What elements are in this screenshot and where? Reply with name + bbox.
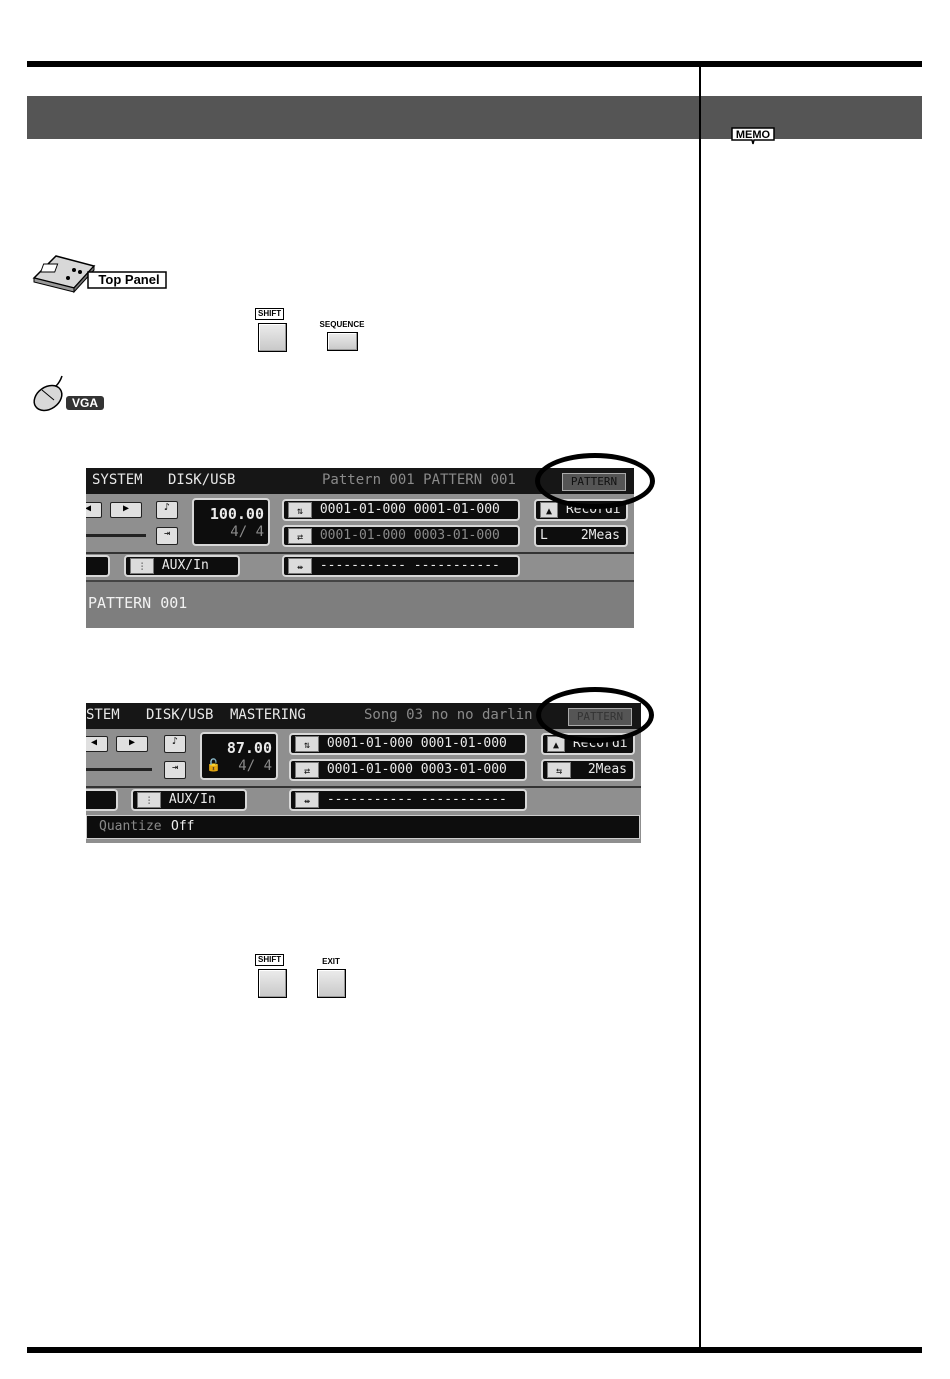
tempo-display[interactable]: 87.00 🔓 4/ 4 [200, 732, 278, 780]
exit-key-label: EXIT [322, 957, 340, 966]
punch-range-field[interactable]: ⇅ 0001-01-000 0001-01-000 [289, 733, 527, 755]
punch-range-value: 0001-01-000 0001-01-000 [326, 736, 507, 751]
metronome-icon[interactable]: ♪ [164, 735, 186, 753]
highlight-oval-1 [535, 453, 655, 509]
track-field[interactable] [86, 789, 118, 811]
memo-icon: MEMO [730, 124, 776, 146]
divider [86, 786, 641, 788]
forward-button[interactable]: ▶ [116, 736, 148, 752]
loop-range-value: 0001-01-000 0003-01-000 [319, 528, 500, 543]
divider [86, 552, 634, 554]
rewind-button[interactable]: ◀ [86, 502, 102, 518]
top-panel-icon: Top Panel [30, 252, 170, 294]
sequence-key-label: SEQUENCE [319, 320, 365, 329]
sequence-key[interactable] [327, 332, 358, 351]
punch-range-value: 0001-01-000 0001-01-000 [319, 502, 500, 517]
menu-disk-usb[interactable]: DISK/USB [168, 472, 236, 488]
exit-key[interactable] [317, 969, 346, 998]
tempo-display[interactable]: 100.00 4/ 4 [192, 498, 270, 546]
beat-value: 4/ 4 [230, 524, 264, 540]
quantize-label: Quantize [99, 819, 162, 834]
loop-length-value: 2Meas [580, 528, 620, 543]
aux-in-label: AUX/In [168, 792, 216, 807]
loop-icon: ⇄ [288, 527, 312, 544]
pattern-name: PATTERN 001 [88, 594, 188, 612]
shift-key[interactable] [258, 969, 287, 998]
bottom-rule [27, 1347, 922, 1353]
marker-range-field[interactable]: ⇹ ----------- ----------- [289, 789, 527, 811]
vga-label: VGA [71, 396, 98, 410]
loop-icon: ⇄ [295, 761, 319, 778]
marker-range-value: ----------- ----------- [319, 558, 500, 573]
vga-mouse-icon: VGA [30, 374, 110, 414]
loop-length-field[interactable]: ⇆ 2Meas [541, 759, 635, 781]
shift-key[interactable] [258, 323, 287, 352]
menu-mastering[interactable]: MASTERING [230, 707, 306, 723]
menu-disk-usb[interactable]: DISK/USB [146, 707, 214, 723]
tempo-value: 100.00 [209, 505, 264, 523]
loop-range-value: 0001-01-000 0003-01-000 [326, 762, 507, 777]
status-text: Song 03 no no darlin [364, 707, 533, 723]
forward-button[interactable]: ▶ [110, 502, 142, 518]
quantize-value: Off [171, 819, 195, 834]
aux-in-field[interactable]: ⫶ AUX/In [131, 789, 247, 811]
slider-track[interactable] [86, 768, 152, 771]
highlight-oval-2 [536, 687, 654, 743]
top-rule [27, 61, 922, 67]
aux-in-field[interactable]: ⫶ AUX/In [124, 555, 240, 577]
menu-system[interactable]: SYSTEM [92, 472, 143, 488]
loop-length-icon: ⇆ [547, 761, 571, 778]
pattern-name-panel: PATTERN 001 [86, 580, 634, 628]
menu-system[interactable]: STEM [86, 707, 120, 723]
punch-icon: ⇅ [295, 735, 319, 752]
shift-key-label: SHIFT [255, 954, 285, 966]
quantize-row[interactable]: Quantize Off [86, 815, 640, 839]
slider-track[interactable] [86, 534, 146, 537]
beat-value: 4/ 4 [238, 758, 272, 774]
status-text: Pattern 001 PATTERN 001 [322, 472, 516, 488]
memo-label: MEMO [736, 129, 771, 141]
aux-in-label: AUX/In [161, 558, 209, 573]
lock-icon: 🔓 [206, 758, 221, 772]
sidebar-divider [699, 67, 701, 1347]
sync-icon[interactable]: ⇥ [156, 527, 178, 545]
top-panel-label: Top Panel [98, 272, 160, 287]
marker-range-field[interactable]: ⇹ ----------- ----------- [282, 555, 520, 577]
metronome-icon[interactable]: ♪ [156, 501, 178, 519]
tempo-value: 87.00 [226, 739, 272, 757]
loop-range-field[interactable]: ⇄ 0001-01-000 0003-01-000 [282, 525, 520, 547]
marker-icon: ⇹ [295, 791, 319, 808]
loop-length-value: 2Meas [587, 762, 627, 777]
shift-key-label: SHIFT [255, 308, 285, 320]
punch-range-field[interactable]: ⇅ 0001-01-000 0001-01-000 [282, 499, 520, 521]
marker-icon: ⇹ [288, 557, 312, 574]
record-icon: ▲ [540, 501, 558, 518]
mixer-icon: ⫶ [137, 791, 161, 808]
loop-length-prefix: L [540, 528, 548, 543]
section-header-bar [27, 96, 922, 139]
punch-icon: ⇅ [288, 501, 312, 518]
screen-song-mode: STEM DISK/USB MASTERING Song 03 no no da… [86, 703, 641, 843]
track-field[interactable] [86, 555, 110, 577]
rewind-button[interactable]: ◀ [86, 736, 108, 752]
mixer-icon: ⫶ [130, 557, 154, 574]
marker-range-value: ----------- ----------- [326, 792, 507, 807]
loop-length-field[interactable]: L 2Meas [534, 525, 628, 547]
loop-range-field[interactable]: ⇄ 0001-01-000 0003-01-000 [289, 759, 527, 781]
sync-icon[interactable]: ⇥ [164, 761, 186, 779]
